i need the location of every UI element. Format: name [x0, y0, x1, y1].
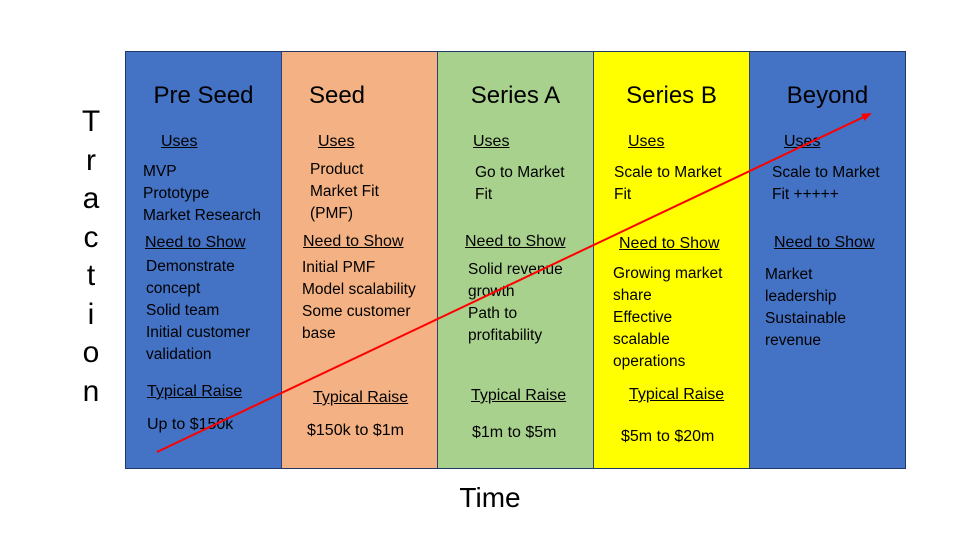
need-item: Solid revenue	[468, 261, 563, 278]
uses-heading: Uses	[628, 133, 665, 150]
uses-item: Scale to Market	[772, 164, 880, 181]
y-axis-letter: o	[82, 336, 100, 369]
y-axis-letter: T	[81, 105, 101, 138]
y-axis-letter: r	[86, 143, 96, 177]
need-item: revenue	[765, 332, 822, 349]
y-axis-letter: t	[86, 259, 96, 292]
need-to-show-list: Market leadership Sustainable revenue	[765, 264, 846, 352]
need-item: Sustainable	[765, 310, 847, 327]
typical-raise-heading: Typical Raise	[471, 387, 567, 404]
need-to-show-heading: Need to Show	[303, 233, 404, 250]
y-axis-label: T r a c t i o n	[76, 103, 106, 411]
uses-list: Product Market Fit (PMF)	[310, 159, 379, 225]
need-item: Demonstrate	[146, 258, 235, 275]
typical-raise-value: Up to $150k	[147, 416, 234, 433]
typical-raise-value: $1m to $5m	[472, 424, 557, 441]
y-axis-letter: a	[82, 182, 100, 215]
uses-heading: Uses	[161, 133, 198, 150]
uses-item: Market Research	[143, 207, 262, 224]
need-item: operations	[613, 353, 686, 370]
uses-list: MVP Prototype Market Research	[143, 161, 261, 227]
uses-item: Fit	[614, 186, 632, 203]
stage-seed: Seed Uses Product Market Fit (PMF) Need …	[282, 52, 438, 468]
need-to-show-heading: Need to Show	[619, 235, 720, 252]
stage-title: Beyond	[786, 82, 869, 109]
typical-raise-value: $5m to $20m	[621, 428, 715, 445]
need-item: profitability	[468, 327, 543, 344]
uses-item: Fit +++++	[772, 186, 839, 203]
uses-heading: Uses	[473, 133, 510, 150]
need-item: growth	[468, 283, 515, 300]
uses-item: Prototype	[143, 185, 210, 202]
typical-raise-value: $150k to $1m	[307, 422, 404, 439]
need-item: Path to	[468, 305, 518, 322]
y-axis-letter: c	[83, 220, 99, 254]
uses-list: Go to Market Fit	[475, 162, 565, 206]
uses-list: Scale to Market Fit	[614, 162, 722, 206]
uses-list: Scale to Market Fit +++++	[772, 162, 880, 206]
need-item: Initial PMF	[302, 259, 376, 276]
stage-beyond: Beyond Uses Scale to Market Fit +++++ Ne…	[750, 52, 905, 468]
typical-raise-heading: Typical Raise	[629, 386, 725, 403]
need-item: Market	[765, 266, 813, 283]
uses-item: Go to Market	[475, 164, 565, 181]
stage-title: Series B	[626, 82, 717, 109]
need-to-show-list: Initial PMF Model scalability Some custo…	[302, 257, 416, 345]
uses-heading: Uses	[784, 133, 821, 150]
stage-title: Series A	[470, 82, 561, 109]
uses-item: Fit	[475, 186, 493, 203]
y-axis-letter: n	[82, 374, 100, 408]
x-axis-label: Time	[459, 482, 521, 513]
uses-item: Market Fit	[310, 183, 379, 200]
uses-item: Product	[310, 161, 364, 178]
need-to-show-list: Growing market share Effective scalable …	[613, 263, 722, 373]
need-to-show-heading: Need to Show	[145, 234, 246, 251]
need-item: scalable	[613, 331, 670, 348]
need-item: concept	[146, 280, 201, 297]
need-item: base	[302, 325, 336, 342]
need-item: Growing market	[613, 265, 723, 282]
need-to-show-heading: Need to Show	[774, 234, 875, 251]
need-item: leadership	[765, 288, 837, 305]
need-item: validation	[146, 346, 212, 363]
y-axis-letter: i	[87, 297, 95, 331]
typical-raise-heading: Typical Raise	[147, 383, 243, 400]
stage-title: Pre Seed	[153, 82, 254, 109]
stage-pre-seed: Pre Seed Uses MVP Prototype Market Resea…	[126, 52, 282, 468]
need-item: Initial customer	[146, 324, 251, 341]
need-to-show-heading: Need to Show	[465, 233, 566, 250]
need-to-show-list: Solid revenue growth Path to profitabili…	[468, 259, 563, 347]
uses-item: MVP	[143, 163, 177, 180]
uses-item: Scale to Market	[614, 164, 722, 181]
uses-item: (PMF)	[310, 205, 354, 222]
need-item: Solid team	[146, 302, 220, 319]
need-item: share	[613, 287, 652, 304]
need-item: Model scalability	[302, 281, 416, 298]
uses-heading: Uses	[318, 133, 355, 150]
need-to-show-list: Demonstrate concept Solid team Initial c…	[146, 256, 250, 366]
need-item: Effective	[613, 309, 673, 326]
funding-stages: Pre Seed Uses MVP Prototype Market Resea…	[125, 51, 906, 469]
need-item: Some customer	[302, 303, 411, 320]
typical-raise-heading: Typical Raise	[313, 389, 409, 406]
stage-series-a: Series A Uses Go to Market Fit Need to S…	[438, 52, 594, 468]
stage-title: Seed	[308, 82, 366, 109]
stage-series-b: Series B Uses Scale to Market Fit Need t…	[594, 52, 750, 468]
